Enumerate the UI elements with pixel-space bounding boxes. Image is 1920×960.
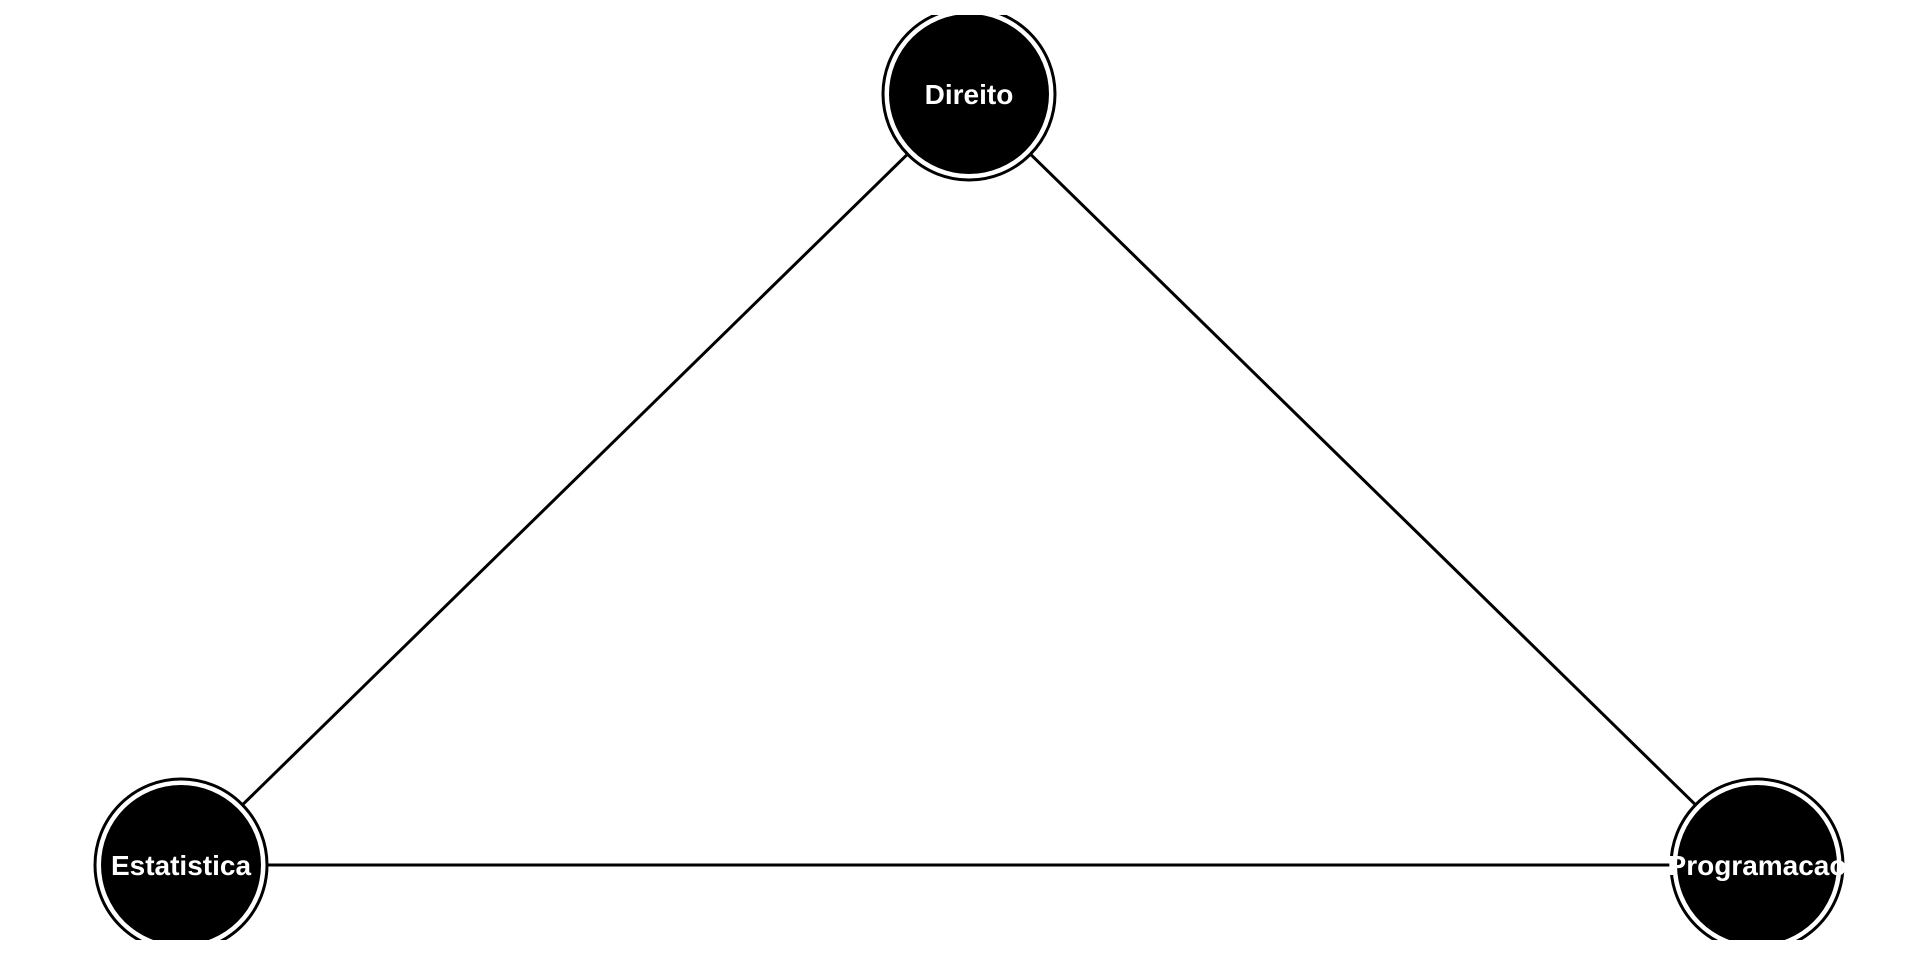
node-circle: [1677, 785, 1837, 940]
node-circle: [101, 785, 261, 940]
node-circle: [889, 15, 1049, 174]
edges-layer: [241, 153, 1697, 867]
node-label: Programacao: [1668, 850, 1847, 881]
edge-direito-programacao: [1029, 153, 1697, 806]
node-label: Estatistica: [111, 850, 251, 881]
node-direito[interactable]: Direito: [881, 8, 1057, 182]
node-label: Direito: [925, 79, 1014, 110]
node-programacao[interactable]: Programacao: [1668, 777, 1847, 951]
edge-direito-estatistica: [241, 153, 909, 806]
node-estatistica[interactable]: Estatistica: [93, 777, 269, 951]
